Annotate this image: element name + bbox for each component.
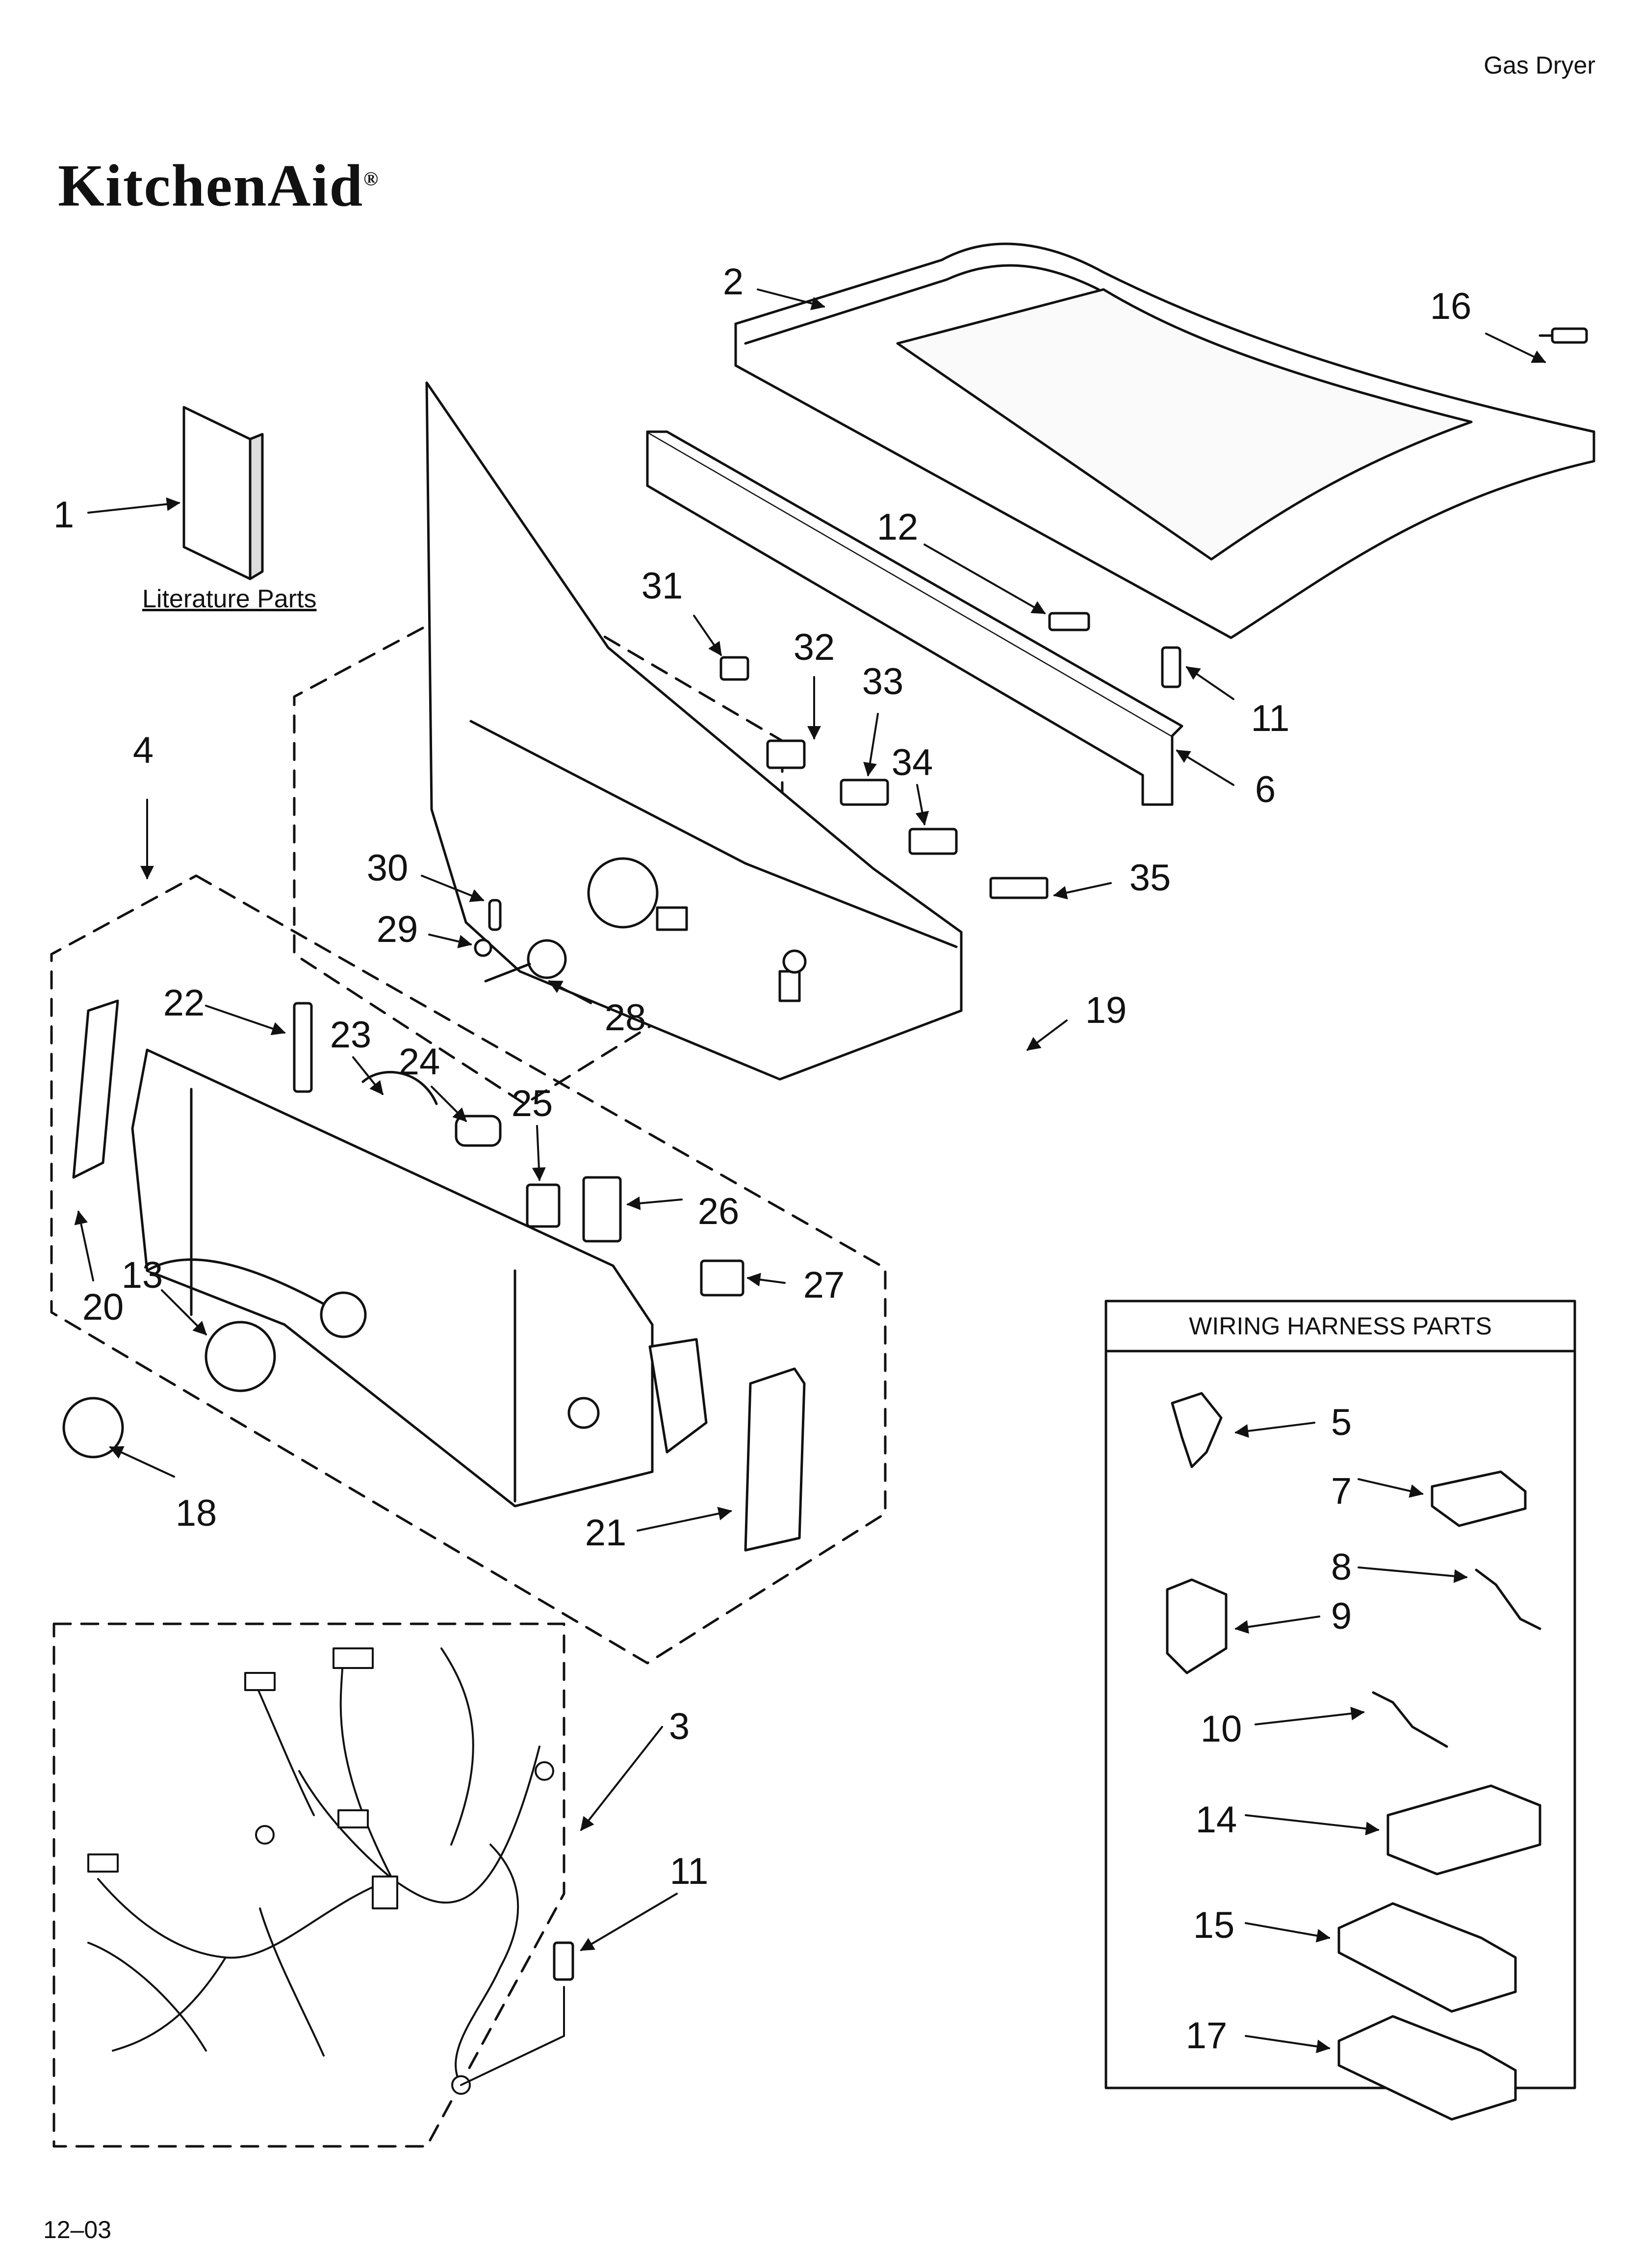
part-5: [1171, 1392, 1223, 1468]
kitchenaid-logo: KitchenAid®: [58, 156, 379, 216]
screws: [553, 612, 1181, 1981]
part-35: [989, 877, 1049, 899]
wiring-harness-box: [1104, 1300, 1576, 2089]
part-32: [766, 739, 806, 769]
callout-32: 32: [793, 626, 835, 668]
wiring-harness: [87, 1647, 554, 2095]
part-9: [1166, 1578, 1228, 1674]
callout-6: 6: [1255, 769, 1276, 810]
part-28: [527, 939, 567, 979]
callout-4: 4: [132, 730, 154, 771]
small-connectors: [719, 656, 1049, 899]
trademark-mark: ®: [363, 167, 380, 190]
literature-booklet: [182, 406, 264, 580]
callout-23: 23: [330, 1014, 372, 1056]
console-end-caps: [72, 999, 806, 1552]
callout-3: 3: [668, 1706, 690, 1747]
dryer-top-panel: [734, 242, 1595, 639]
callout-11-bottom: 11: [669, 1851, 709, 1892]
part-7: [1431, 1470, 1527, 1527]
part-10: [1372, 1691, 1448, 1748]
callout-29: 29: [376, 909, 418, 950]
console-bracket: [646, 430, 1183, 806]
callout-1: 1: [53, 494, 75, 536]
part-17: [1337, 2015, 1517, 2121]
part-25: [526, 1183, 561, 1228]
callout-19: 19: [1085, 990, 1127, 1031]
part-27: [700, 1259, 744, 1297]
callout-31: 31: [641, 565, 683, 607]
part-18: [62, 1397, 124, 1459]
wiring-harness-parts-title: WIRING HARNESS PARTS: [1189, 1312, 1492, 1340]
part-8: [1475, 1568, 1541, 1630]
callout-9: 9: [1331, 1595, 1352, 1637]
callout-20: 20: [82, 1286, 124, 1328]
callout-22: 22: [163, 982, 205, 1024]
harness-ground-lead: [460, 1986, 565, 2086]
part-30: [488, 899, 502, 931]
part-13: [205, 1321, 276, 1392]
part-29: [474, 938, 492, 957]
callout-26: 26: [697, 1191, 740, 1232]
callout-14: 14: [1195, 1799, 1237, 1841]
callout-34: 34: [891, 742, 933, 783]
part-34: [908, 828, 958, 855]
callout-35: 35: [1129, 857, 1171, 899]
part-16-screw: [1539, 327, 1588, 344]
callout-13: 13: [121, 1254, 163, 1296]
console-small-parts: [62, 1002, 744, 1459]
part-21: [744, 1367, 806, 1552]
callout-33: 33: [862, 661, 904, 703]
literature-parts-label: Literature Parts: [142, 585, 317, 613]
callout-15: 15: [1193, 1904, 1235, 1946]
console-panel: [131, 1048, 654, 1508]
part-15: [1337, 1902, 1517, 2013]
callout-25: 25: [511, 1083, 553, 1124]
console-assembly-outline: [50, 874, 887, 1665]
callout-24: 24: [398, 1041, 440, 1083]
callout-28: 28: [604, 997, 646, 1039]
control-board: [425, 381, 963, 1081]
callout-21: 21: [585, 1512, 627, 1554]
part-26: [582, 1176, 622, 1243]
callout-12: 12: [876, 506, 919, 548]
callout-18: 18: [175, 1492, 217, 1534]
wiring-harness-outline: [52, 1622, 565, 2148]
callout-leaders: [74, 288, 1546, 2054]
part-14: [1386, 1784, 1541, 1876]
harness-small-parts: [1166, 1392, 1541, 2121]
callout-8: 8: [1331, 1546, 1352, 1588]
revision-code: 12–03: [43, 2216, 112, 2243]
product-type-label: Gas Dryer: [1484, 52, 1595, 79]
part-31: [719, 656, 749, 681]
logo-text: KitchenAid: [58, 153, 364, 219]
callout-27: 27: [803, 1264, 845, 1306]
part-24: [455, 1115, 502, 1147]
part-22: [293, 1002, 313, 1093]
switch-parts: [474, 899, 567, 983]
callout-10: 10: [1200, 1708, 1242, 1750]
callout-11-top: 11: [1251, 698, 1290, 739]
callout-2: 2: [722, 261, 744, 303]
callout-30: 30: [366, 847, 409, 889]
callout-16: 16: [1430, 286, 1472, 327]
callout-5: 5: [1331, 1402, 1352, 1443]
callout-7: 7: [1331, 1470, 1352, 1512]
part-33: [840, 779, 889, 806]
part-20: [72, 999, 119, 1179]
callout-17: 17: [1185, 2015, 1228, 2057]
